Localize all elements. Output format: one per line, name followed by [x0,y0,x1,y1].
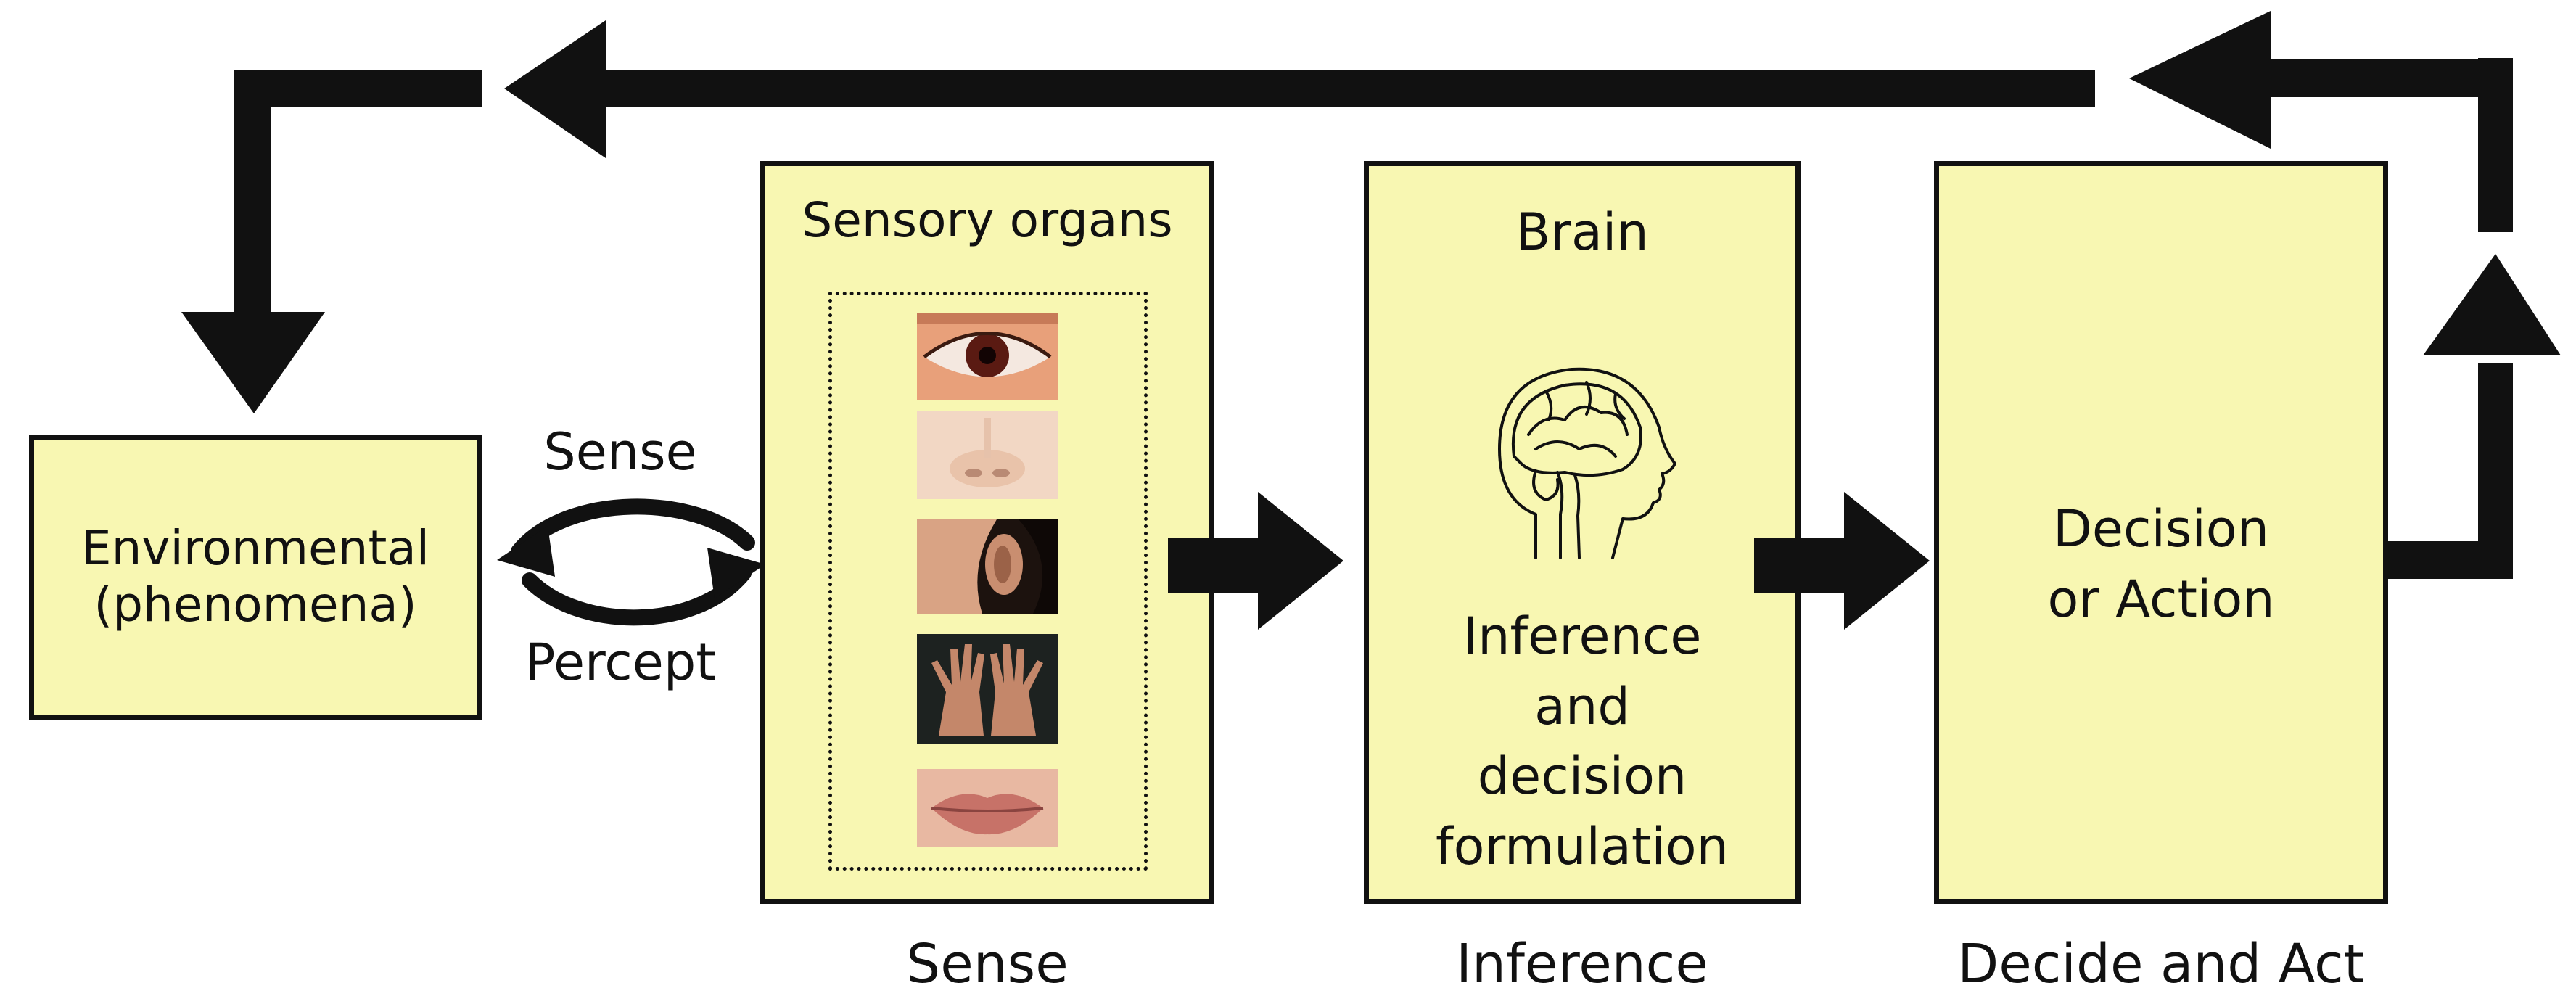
sense-exchange-label: Sense [543,422,697,482]
stage-label-sense: Sense [906,933,1069,995]
sense-to-brain-arrow [1168,492,1343,630]
feedback-top-shaft-mid [958,70,2095,107]
environment-label: Environmental (phenomena) [81,520,430,633]
percept-exchange-label: Percept [524,633,716,692]
decision-label: Decision or Action [2047,499,2275,629]
sensory-organs-title: Sensory organs [802,192,1173,248]
brain-title: Brain [1515,202,1649,262]
exchange-arrows [497,498,765,626]
brain-head-icon [1498,367,1676,559]
feedback-down-shaft [234,70,271,316]
sensory-organs-frame [828,292,1148,871]
lips-image [917,769,1058,847]
stage-label-decide: Decide and Act [1957,933,2365,995]
percept-arrow-curve [522,565,752,626]
percept-arrowhead [707,548,765,598]
feedback-top-arrowhead-left [504,20,606,158]
feedback-up-shaft [2478,363,2513,579]
decision-box: Decision or Action [1934,161,2388,904]
nose-image [917,411,1058,499]
feedback-top-shaft-left [595,70,965,107]
stage-label-inference: Inference [1456,933,1708,995]
feedback-down-arrowhead [181,312,325,413]
ear-image [917,519,1058,614]
feedback-up-arrowhead [2423,254,2561,355]
sense-arrow-curve [511,498,755,559]
feedback-top-arrowhead-right [2129,11,2271,149]
sense-arrowhead [497,526,555,577]
brain-subtitle: Inference and decision formulation [1435,606,1729,876]
environment-box: Environmental (phenomena) [29,435,482,720]
brain-box: Brain Inference and decision formulation [1364,161,1801,904]
hands-image [917,634,1058,744]
eye-image [917,313,1058,400]
feedback-top-stub-left [234,70,482,107]
brain-to-decision-arrow [1754,492,1930,630]
